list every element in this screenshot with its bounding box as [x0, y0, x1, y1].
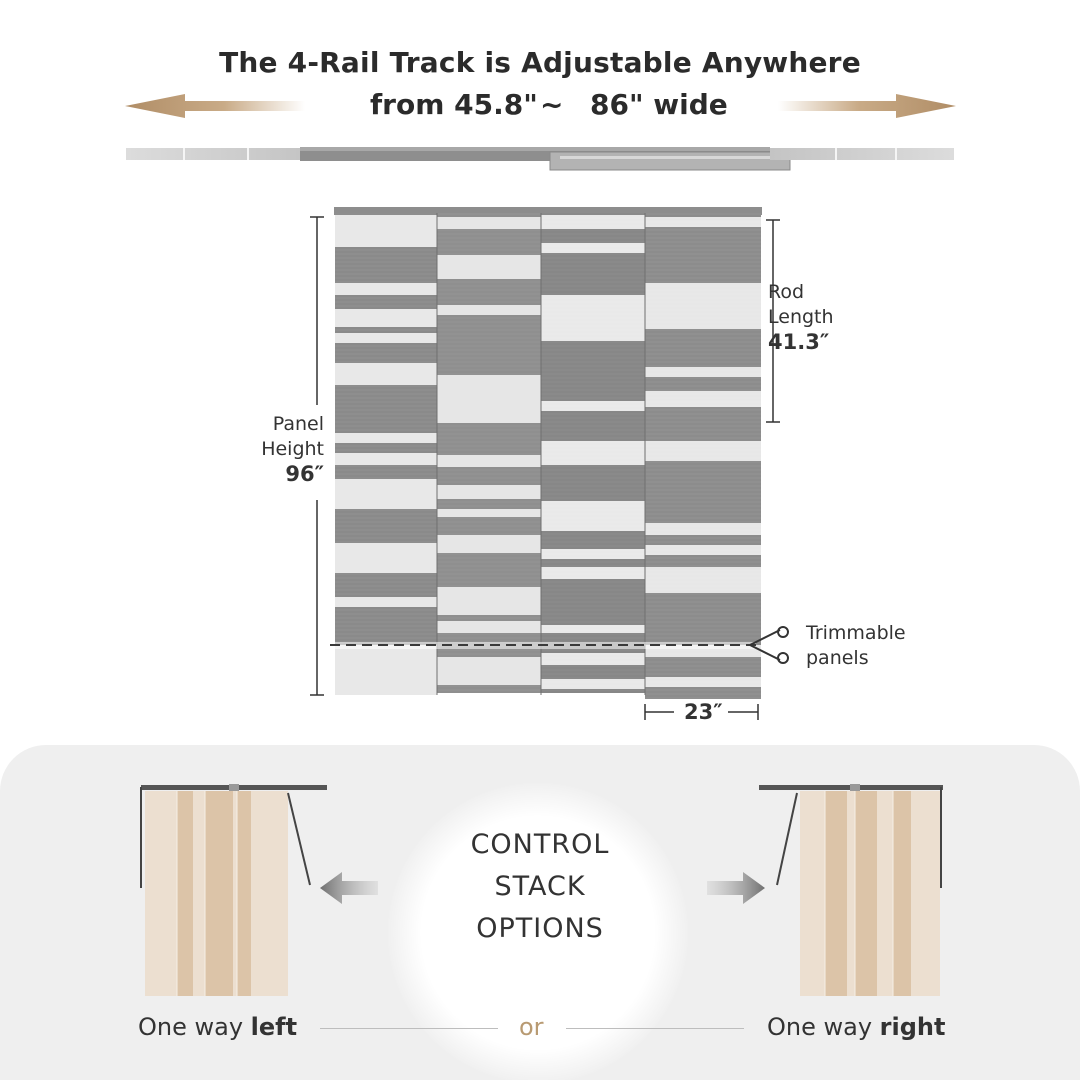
- sliding-panels: [330, 207, 762, 699]
- options-label: OPTIONS: [476, 913, 604, 944]
- scissors-icon: [749, 626, 789, 664]
- right-stack-illustration: [759, 784, 943, 996]
- range-from: from 45.8": [370, 88, 538, 121]
- rod-length-dimension: [766, 219, 780, 423]
- panel-width-label: 23″: [684, 700, 723, 724]
- headline: The 4-Rail Track is Adjustable Anywhere: [219, 46, 861, 79]
- divider-left: [320, 1028, 498, 1029]
- control-stack-section: CONTROL STACK OPTIONS One way left or On…: [0, 745, 1080, 1080]
- panel-height-label: Panel Height 96″: [261, 413, 324, 486]
- rod-length-label: Rod Length 41.3″: [768, 281, 834, 354]
- range-to: 86" wide: [590, 88, 728, 121]
- panel-height-dimension: [310, 216, 324, 696]
- arrow-left-icon: [125, 94, 305, 118]
- panel-width-dimension: [644, 704, 759, 720]
- trimmable-panels-label: Trimmable panels: [806, 622, 906, 669]
- one-way-right-label: One way right: [767, 1013, 946, 1041]
- divider-right: [566, 1028, 744, 1029]
- control-label: CONTROL: [470, 829, 610, 860]
- stack-label: STACK: [494, 871, 586, 902]
- or-label: or: [519, 1013, 544, 1041]
- center-glow: [388, 783, 688, 1080]
- arrow-right-icon: [778, 94, 956, 118]
- gray-arrow-right-icon: [707, 872, 765, 904]
- range-tilde: ~: [540, 88, 564, 121]
- gray-arrow-left-icon: [320, 872, 378, 904]
- one-way-left-label: One way left: [138, 1013, 298, 1041]
- adjustable-track-rail: [126, 147, 954, 171]
- left-stack-illustration: [140, 784, 327, 996]
